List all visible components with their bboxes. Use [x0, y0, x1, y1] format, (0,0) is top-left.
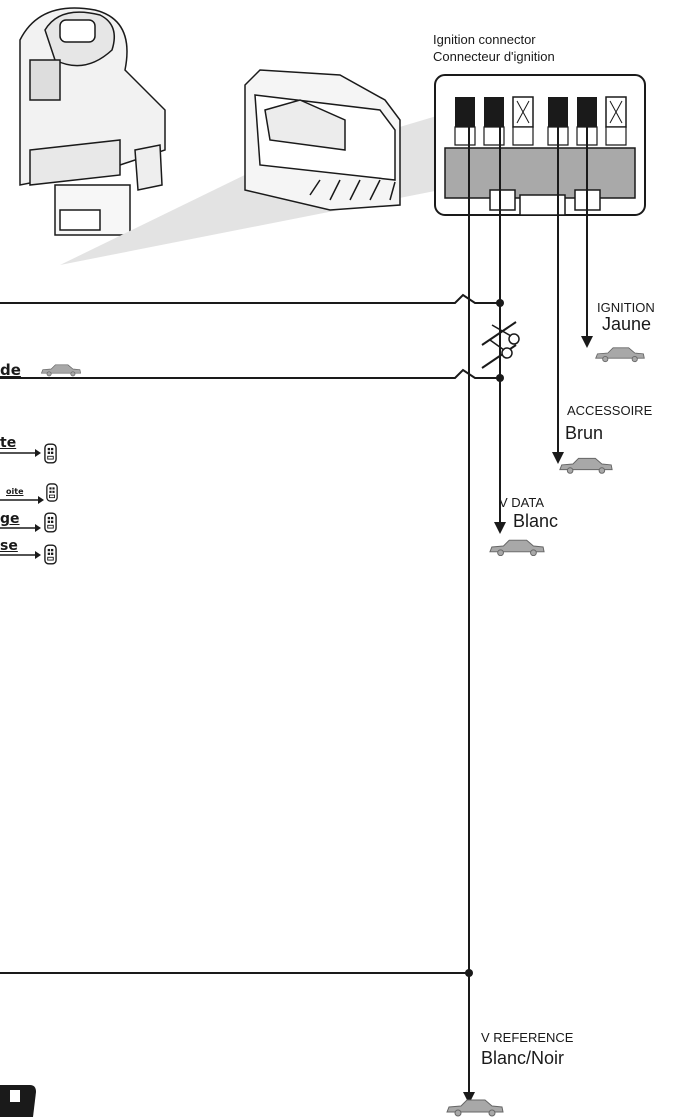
- ignition-connector: [434, 74, 646, 216]
- vdata-label: V DATA: [499, 495, 545, 510]
- splice-dot: [496, 299, 504, 307]
- vreference-color: Blanc/Noir: [481, 1048, 565, 1068]
- splice-dot: [465, 969, 473, 977]
- remote-fob-icon: [44, 443, 57, 464]
- remote-leads: [0, 452, 39, 556]
- connector-title-fr: Connecteur d'ignition: [433, 49, 555, 64]
- accessory-label: ACCESSOIRE: [567, 403, 653, 418]
- accessory-color: Brun: [565, 423, 604, 443]
- cropped-remote-label-3: ge: [0, 511, 20, 527]
- car-icon: [41, 364, 81, 377]
- remote-fob-icon: [0, 1085, 36, 1117]
- vdata-color: Blanc: [513, 511, 559, 531]
- car-icon: [489, 539, 545, 556]
- cropped-wire-label: de: [0, 361, 21, 379]
- scissors-icon: [489, 324, 520, 359]
- ignition-module-drawing: [19, 7, 166, 236]
- car-icon: [595, 347, 645, 363]
- ignition-label: IGNITION: [597, 300, 655, 315]
- car-icon: [446, 1099, 504, 1117]
- arrow-heads: [35, 336, 593, 1104]
- splice-dot: [496, 374, 504, 382]
- remote-fob-icon: [44, 512, 57, 533]
- ignition-color: Jaune: [602, 314, 652, 334]
- car-icon: [559, 457, 613, 474]
- cropped-remote-label-4: se: [0, 538, 18, 554]
- plug-drawing: [244, 69, 401, 211]
- remote-fob-icon: [44, 544, 57, 565]
- remote-fob-icon: [46, 483, 58, 502]
- cropped-remote-label-2: oite: [6, 487, 24, 496]
- vreference-label: V REFERENCE: [481, 1030, 574, 1045]
- wires: [0, 120, 588, 1095]
- connector-title-en: Ignition connector: [433, 32, 536, 47]
- cropped-remote-label-1: te: [0, 435, 17, 451]
